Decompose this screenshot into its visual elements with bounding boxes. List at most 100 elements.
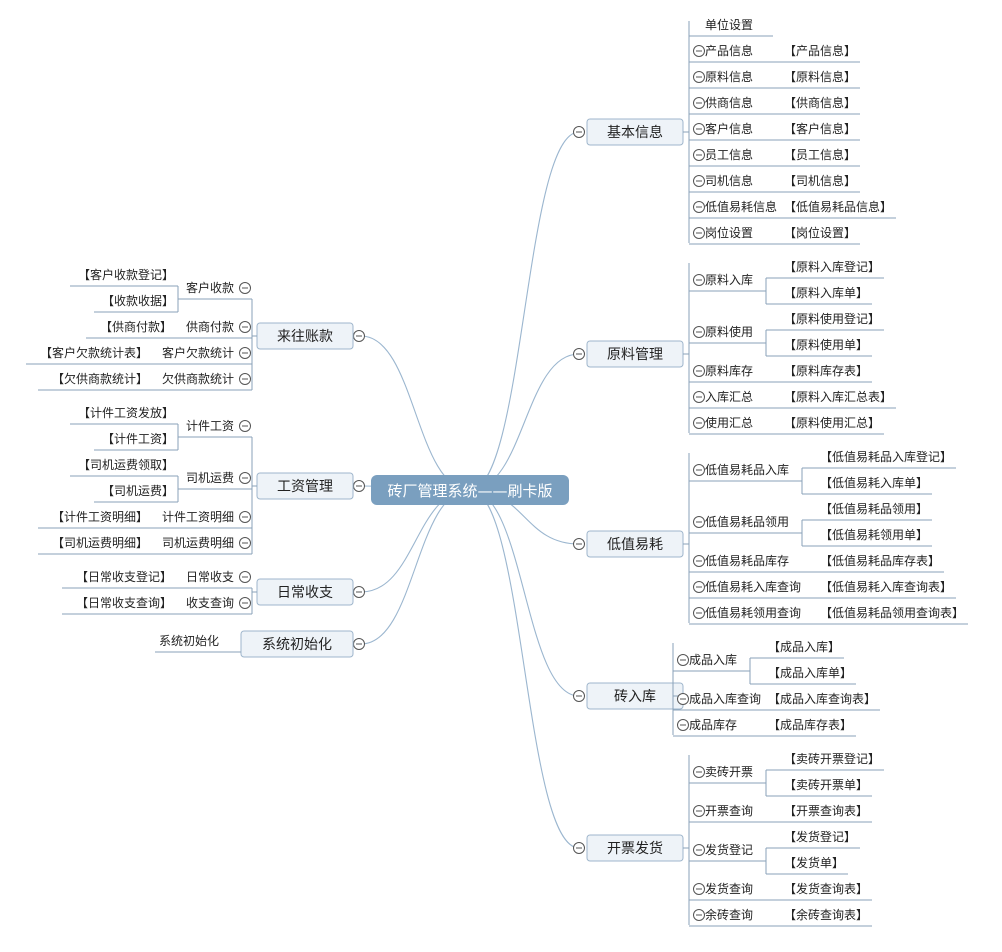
collapse-toggle[interactable]	[239, 347, 251, 359]
subtopic-label: 司机运费明细	[162, 536, 234, 550]
collapse-toggle[interactable]	[693, 97, 705, 109]
leaf-label: 【原料使用单】	[784, 337, 868, 352]
collapse-toggle[interactable]	[239, 511, 251, 523]
branch-node-label: 系统初始化	[262, 636, 332, 653]
collapse-toggle[interactable]	[693, 581, 705, 593]
collapse-toggle[interactable]	[693, 417, 705, 429]
leaf-label: 【司机信息】	[784, 173, 856, 188]
subtopic-label: 供商付款	[186, 319, 234, 334]
subtopic-label: 低值易耗信息	[705, 199, 777, 214]
branch-node[interactable]	[240, 630, 354, 658]
collapse-toggle[interactable]	[693, 391, 705, 403]
leaf-label: 【司机运费领取】	[78, 458, 174, 472]
collapse-toggle[interactable]	[693, 274, 705, 286]
collapse-toggle[interactable]	[693, 516, 705, 528]
collapse-toggle[interactable]	[573, 348, 585, 360]
collapse-toggle[interactable]	[693, 365, 705, 377]
collapse-toggle[interactable]	[239, 537, 251, 549]
subtopic-label: 入库汇总	[705, 389, 753, 404]
subtopic-label: 成品入库	[689, 652, 737, 667]
leaf-label: 【低值易耗品库存表】	[820, 553, 940, 568]
leaf-label: 【计件工资】	[102, 432, 174, 446]
leaf-label: 【供商付款】	[100, 319, 172, 334]
collapse-toggle[interactable]	[693, 766, 705, 778]
leaf-label: 【发货单】	[784, 855, 844, 870]
collapse-toggle[interactable]	[693, 201, 705, 213]
collapse-toggle[interactable]	[353, 330, 365, 342]
subtopic-label: 原料信息	[705, 69, 753, 84]
collapse-toggle[interactable]	[573, 126, 585, 138]
leaf-label: 【司机运费明细】	[52, 536, 148, 550]
leaf-label: 【欠供商款统计】	[52, 371, 148, 386]
collapse-toggle[interactable]	[693, 805, 705, 817]
collapse-toggle[interactable]	[573, 842, 585, 854]
subtopic-label: 卖砖开票	[705, 764, 753, 779]
collapse-toggle[interactable]	[239, 373, 251, 385]
leaf-label: 【员工信息】	[784, 147, 856, 162]
leaf-label: 【原料入库汇总表】	[784, 389, 892, 404]
collapse-toggle[interactable]	[693, 883, 705, 895]
collapse-toggle[interactable]	[353, 638, 365, 650]
subtopic-label: 发货登记	[705, 842, 753, 857]
collapse-toggle[interactable]	[693, 45, 705, 57]
subtopic-label: 欠供商款统计	[162, 371, 234, 386]
collapse-toggle[interactable]	[693, 909, 705, 921]
leaf-label: 【原料入库单】	[784, 285, 868, 300]
subtopic-label: 计件工资明细	[162, 510, 234, 524]
collapse-toggle[interactable]	[693, 844, 705, 856]
collapse-toggle[interactable]	[693, 227, 705, 239]
subtopic-label: 原料入库	[705, 272, 753, 287]
leaf-label: 【日常收支登记】	[76, 569, 172, 584]
collapse-toggle[interactable]	[693, 607, 705, 619]
collapse-toggle[interactable]	[693, 464, 705, 476]
collapse-toggle[interactable]	[353, 586, 365, 598]
collapse-toggle[interactable]	[239, 597, 251, 609]
subtopic-label: 低值易耗品入库	[705, 462, 789, 477]
leaf-label: 【成品入库单】	[768, 665, 852, 680]
leaf-label: 【低值易耗品信息】	[784, 199, 892, 214]
collapse-toggle[interactable]	[693, 123, 705, 135]
branch-connector	[360, 489, 471, 593]
collapse-toggle[interactable]	[239, 420, 251, 432]
collapse-toggle[interactable]	[677, 693, 689, 705]
collapse-toggle[interactable]	[693, 149, 705, 161]
subtopic-label: 开票查询	[705, 804, 753, 818]
subtopic-label: 原料库存	[705, 363, 753, 378]
collapse-toggle[interactable]	[239, 321, 251, 333]
collapse-toggle[interactable]	[239, 571, 251, 583]
subtopic-label: 产品信息	[705, 43, 753, 58]
collapse-toggle[interactable]	[677, 719, 689, 731]
branch-node-label: 开票发货	[607, 840, 663, 857]
collapse-toggle[interactable]	[693, 555, 705, 567]
leaf-label: 【开票查询表】	[784, 804, 868, 818]
leaf-label: 【卖砖开票单】	[784, 777, 868, 792]
subtopic-label: 单位设置	[705, 17, 753, 32]
branch-node-label: 来往账款	[277, 329, 333, 345]
leaf-label: 【低值易耗品领用】	[820, 501, 928, 516]
collapse-toggle[interactable]	[693, 71, 705, 83]
subtopic-label: 司机信息	[705, 173, 753, 188]
collapse-toggle[interactable]	[353, 480, 365, 492]
branch-node-label: 基本信息	[607, 124, 663, 141]
subtopic-label: 供商信息	[705, 95, 753, 110]
leaf-label: 【成品入库】	[768, 639, 840, 654]
root-node[interactable]	[371, 475, 569, 505]
leaf-label: 【原料使用登记】	[784, 311, 880, 326]
collapse-toggle[interactable]	[693, 175, 705, 187]
collapse-toggle[interactable]	[239, 472, 251, 484]
leaf-label: 【成品入库查询表】	[768, 691, 876, 706]
branch-connector	[469, 131, 580, 491]
subtopic-label: 日常收支	[186, 570, 234, 584]
leaf-label: 【计件工资明细】	[52, 510, 148, 524]
branch-node-label: 原料管理	[607, 347, 663, 363]
branch-connector	[360, 489, 471, 645]
collapse-toggle[interactable]	[573, 538, 585, 550]
leaf-label: 【低值易耗入库查询表】	[820, 579, 952, 594]
subtopic-label: 使用汇总	[705, 415, 753, 430]
collapse-toggle[interactable]	[677, 654, 689, 666]
leaf-label: 【发货登记】	[784, 829, 856, 844]
collapse-toggle[interactable]	[693, 326, 705, 338]
collapse-toggle[interactable]	[239, 282, 251, 294]
collapse-toggle[interactable]	[573, 690, 585, 702]
